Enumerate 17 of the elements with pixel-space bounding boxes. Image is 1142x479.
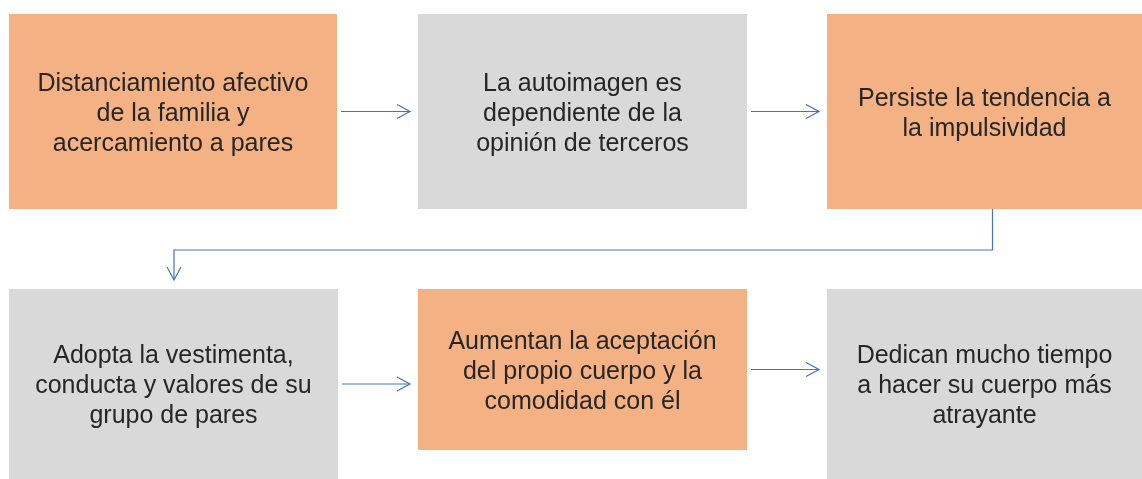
process-box xyxy=(418,289,747,450)
box-text: Distanciamiento afectivo de la familia y acercamiento a pares xyxy=(36,66,310,157)
arrow xyxy=(340,103,411,120)
box-text: Persiste la tendencia a la impulsividad xyxy=(857,81,1112,142)
arrow xyxy=(750,103,820,120)
process-box xyxy=(827,289,1142,479)
box-text: La autoimagen es dependiente de la opinión de terceros xyxy=(475,66,690,157)
box-text: Adopta la vestimenta, conducta y valores de su grupo de pares xyxy=(34,339,313,429)
process-box xyxy=(827,14,1142,209)
box-text: Dedican mucho tiempo a hacer su cuerpo más atrayante xyxy=(855,339,1114,429)
arrow xyxy=(166,208,994,281)
arrow xyxy=(341,376,411,392)
arrow xyxy=(750,361,820,378)
process-box xyxy=(9,289,338,479)
process-box xyxy=(9,14,337,209)
box-text: Aumentan la aceptación del propio cuerpo y la comodidad con él xyxy=(447,324,718,415)
process-box xyxy=(418,14,747,209)
